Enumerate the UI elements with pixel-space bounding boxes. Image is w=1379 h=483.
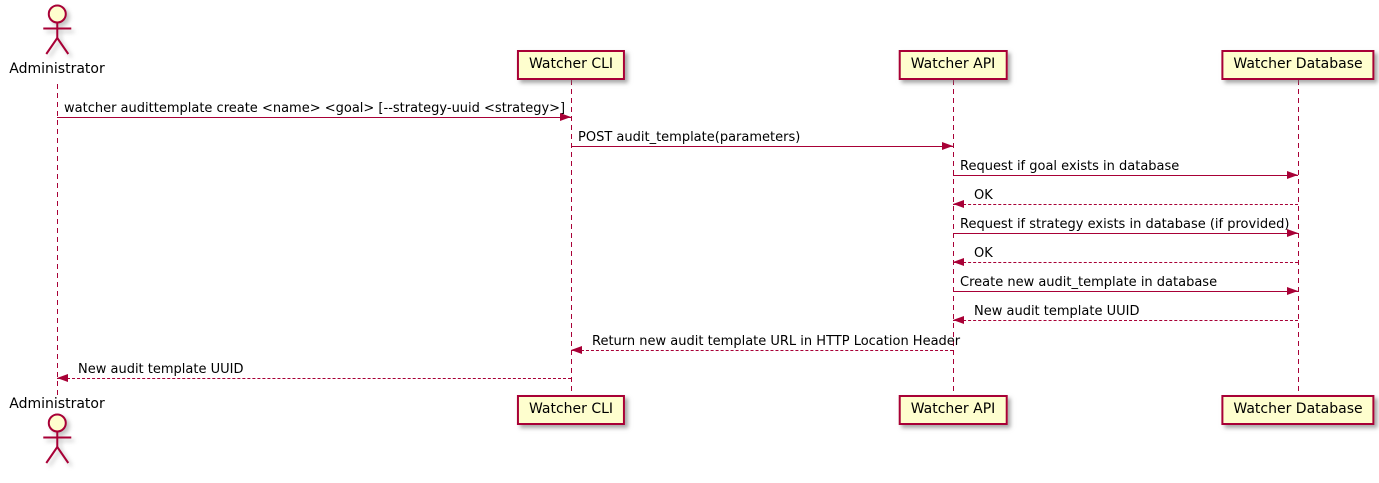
message-ok-goal: OK (953, 188, 1298, 208)
message-arrow (953, 258, 1298, 266)
participant-watcher-database-bottom: Watcher Database (1221, 395, 1375, 425)
message-label: OK (974, 246, 993, 261)
message-arrow (953, 229, 1298, 237)
actor-icon (43, 4, 71, 55)
actor-administrator-top: Administrator (9, 4, 105, 77)
arrowhead-icon (560, 113, 571, 121)
message-arrow (571, 346, 953, 354)
message-new-uuid-db: New audit template UUID (953, 304, 1298, 324)
message-create-audittemplate: watcher audittemplate create <name> <goa… (57, 101, 571, 121)
message-create-audit-template-db: Create new audit_template in database (953, 275, 1298, 295)
message-label: Request if goal exists in database (960, 159, 1180, 174)
arrowhead-icon (1287, 229, 1298, 237)
message-arrow (953, 287, 1298, 295)
message-label: New audit template UUID (78, 362, 244, 377)
participant-watcher-api-bottom: Watcher API (898, 395, 1008, 425)
lifeline-administrator (57, 84, 58, 397)
participant-watcher-api-top: Watcher API (898, 50, 1008, 80)
message-label: Create new audit_template in database (960, 275, 1218, 290)
message-arrow (953, 171, 1298, 179)
participant-watcher-database-top: Watcher Database (1221, 50, 1375, 80)
lifeline-watcher-api (953, 80, 954, 395)
message-label: POST audit_template(parameters) (578, 130, 801, 145)
message-arrow (57, 374, 571, 382)
arrowhead-icon (953, 200, 964, 208)
participant-watcher-cli-top: Watcher CLI (516, 50, 626, 80)
actor-icon (43, 413, 71, 464)
actor-label: Administrator (9, 396, 105, 412)
message-arrow (953, 200, 1298, 208)
message-return-url-location-header: Return new audit template URL in HTTP Lo… (571, 334, 961, 354)
message-label: Request if strategy exists in database (… (960, 217, 1290, 232)
message-ok-strategy: OK (953, 246, 1298, 266)
message-label: Return new audit template URL in HTTP Lo… (592, 334, 961, 349)
message-label: OK (974, 188, 993, 203)
arrowhead-icon (1287, 171, 1298, 179)
message-post-audit-template: POST audit_template(parameters) (571, 130, 953, 150)
arrowhead-icon (57, 374, 68, 382)
arrowhead-icon (942, 142, 953, 150)
actor-administrator-bottom: Administrator (9, 396, 105, 468)
arrowhead-icon (953, 316, 964, 324)
lifeline-watcher-database (1298, 80, 1299, 395)
message-arrow (953, 316, 1298, 324)
message-request-strategy-exists: Request if strategy exists in database (… (953, 217, 1298, 237)
message-request-goal-exists: Request if goal exists in database (953, 159, 1298, 179)
message-label: watcher audittemplate create <name> <goa… (64, 101, 566, 116)
participant-watcher-cli-bottom: Watcher CLI (516, 395, 626, 425)
arrowhead-icon (953, 258, 964, 266)
message-arrow (57, 113, 571, 121)
message-label: New audit template UUID (974, 304, 1140, 319)
arrowhead-icon (1287, 287, 1298, 295)
actor-label: Administrator (9, 61, 105, 77)
arrowhead-icon (571, 346, 582, 354)
message-new-uuid-admin: New audit template UUID (57, 362, 571, 382)
message-arrow (571, 142, 953, 150)
lifeline-watcher-cli (571, 80, 572, 395)
